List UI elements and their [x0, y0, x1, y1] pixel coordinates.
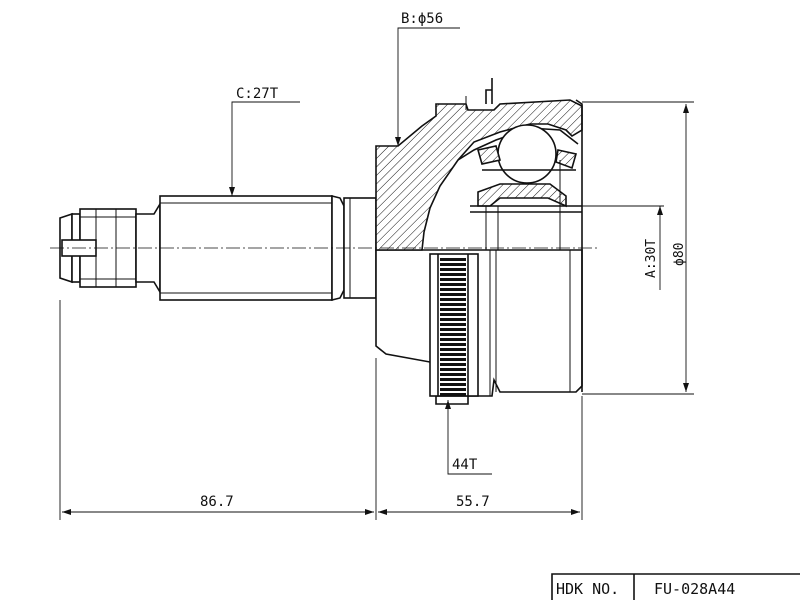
label-outer-diameter: ϕ80 [672, 243, 687, 266]
tone-ring-tooth [440, 353, 466, 356]
leader-abs-teeth: 44T [445, 400, 492, 475]
tone-ring-tooth [440, 328, 466, 331]
tone-ring-tooth [440, 383, 466, 386]
title-block: HDK NO. FU-028A44 [551, 573, 800, 600]
part-number: FU-028A44 [654, 580, 735, 598]
dim-outer-diameter: ϕ80 [582, 101, 694, 395]
tone-ring-tooth [440, 288, 466, 291]
tone-ring-tooth [440, 318, 466, 321]
tone-ring-tooth [440, 393, 466, 396]
tone-ring-tooth [440, 308, 466, 311]
label-a-teeth: A:30T [644, 239, 659, 278]
leader-c-teeth: C:27T [229, 86, 300, 196]
tone-ring-tooth [440, 258, 466, 261]
tone-ring-tooth [440, 278, 466, 281]
tone-ring-tooth [440, 348, 466, 351]
tone-ring-tooth [440, 293, 466, 296]
tone-ring-tooth [440, 378, 466, 381]
inner-race [477, 183, 567, 208]
tone-ring-tooth [440, 333, 466, 336]
label-dim-left: 86.7 [200, 494, 234, 510]
tone-ring-tooth [440, 298, 466, 301]
label-b-diameter: B:ϕ56 [401, 11, 443, 27]
tone-ring-tooth [440, 313, 466, 316]
tone-ring-tooth [440, 373, 466, 376]
tone-ring-tooth [440, 283, 466, 286]
tone-ring-tooth [440, 303, 466, 306]
tone-ring-tooth [440, 363, 466, 366]
tone-ring-tooth [440, 338, 466, 341]
tone-ring-tooth [440, 368, 466, 371]
title-label: HDK NO. [556, 580, 619, 598]
dim-a-teeth: A:30T [582, 205, 664, 290]
tone-ring-tooth [440, 273, 466, 276]
outer-race-housing [375, 78, 583, 397]
dim-horizontal: 86.7 55.7 [59, 300, 583, 520]
ball-and-cage [470, 124, 582, 250]
ball [497, 124, 557, 184]
tone-ring-teeth [440, 258, 466, 396]
abs-tone-ring [429, 253, 479, 405]
tone-ring-tooth [440, 358, 466, 361]
label-dim-right: 55.7 [456, 494, 490, 510]
tone-ring-tooth [440, 343, 466, 346]
tone-ring-tooth [440, 268, 466, 271]
label-abs-teeth: 44T [452, 457, 478, 473]
tone-ring-tooth [440, 263, 466, 266]
label-c-teeth: C:27T [236, 86, 279, 102]
leader-b-diameter: B:ϕ56 [395, 11, 460, 146]
tone-ring-tooth [440, 323, 466, 326]
tone-ring-tooth [440, 388, 466, 391]
